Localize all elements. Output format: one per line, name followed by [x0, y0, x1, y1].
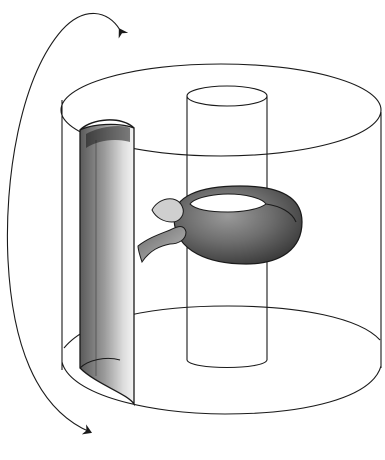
- shaded-torus-bulge: [174, 186, 302, 264]
- connecting-neck: [138, 199, 186, 262]
- shaded-half-tube: [80, 120, 134, 404]
